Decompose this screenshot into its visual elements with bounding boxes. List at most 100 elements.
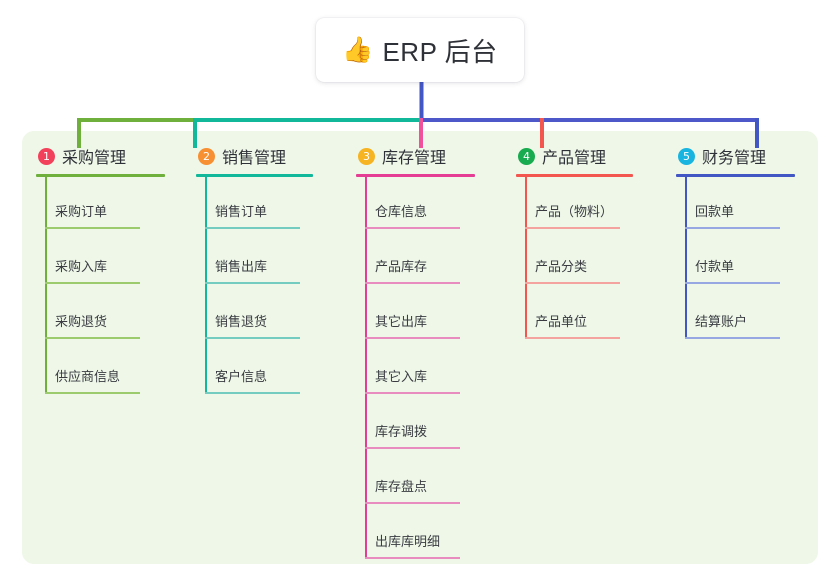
list-item-rule: [45, 337, 140, 339]
list-item[interactable]: 仓库信息: [342, 174, 502, 229]
column-container: 1 采购管理采购订单采购入库采购退货供应商信息 2 销售管理销售订单销售出库销售退货客…: [22, 131, 818, 564]
list-item-label: 采购订单: [55, 204, 108, 219]
column-badge-2: 2: [198, 147, 215, 165]
list-item-label: 采购入库: [55, 259, 108, 274]
column-4: 4 产品管理产品（物料） 产品分类产品单位: [502, 131, 662, 564]
list-item-label: 销售退货: [215, 314, 268, 329]
list-item[interactable]: 产品（物料）: [502, 174, 662, 229]
list-item[interactable]: 库存调拨: [342, 394, 502, 449]
column-spine-3: [365, 174, 367, 559]
list-item-rule: [205, 392, 300, 394]
list-item-rule: [685, 227, 780, 229]
list-item-label: 产品单位: [535, 314, 588, 329]
column-spine-2: [205, 174, 207, 394]
column-title-5: 财务管理: [702, 150, 767, 167]
column-header-4[interactable]: 4 产品管理: [518, 144, 606, 168]
column-2: 2 销售管理销售订单销售出库销售退货客户信息: [182, 131, 342, 564]
list-item[interactable]: 销售退货: [182, 284, 342, 339]
column-3: 3 库存管理仓库信息产品库存其它出库其它入库库存调拨库存盘点出库库明细: [342, 131, 502, 564]
root-node-title: ERP 后台: [382, 36, 498, 67]
list-item-label: 仓库信息: [375, 204, 428, 219]
list-item[interactable]: 产品分类: [502, 229, 662, 284]
root-node-card[interactable]: 👍 ERP 后台: [316, 18, 524, 82]
column-spine-1: [45, 174, 47, 394]
list-item-label: 结算账户: [695, 314, 748, 329]
column-badge-3: 3: [358, 147, 375, 165]
column-header-rule-2: [196, 174, 313, 177]
list-item-label: 付款单: [695, 259, 735, 274]
column-header-2[interactable]: 2 销售管理: [198, 144, 286, 168]
list-item[interactable]: 采购入库: [22, 229, 182, 284]
list-item-rule: [365, 227, 460, 229]
list-item[interactable]: 产品单位: [502, 284, 662, 339]
list-item-label: 产品库存: [375, 259, 428, 274]
list-item[interactable]: 库存盘点: [342, 449, 502, 504]
list-item-rule: [365, 282, 460, 284]
list-item-rule: [45, 282, 140, 284]
column-spine-5: [685, 174, 687, 339]
list-item[interactable]: 客户信息: [182, 339, 342, 394]
column-items-5: 回款单付款单结算账户: [662, 174, 822, 339]
list-item-rule: [525, 282, 620, 284]
column-title-1: 采购管理: [62, 150, 127, 167]
list-item[interactable]: 采购订单: [22, 174, 182, 229]
list-item-label: 供应商信息: [55, 369, 121, 384]
list-item-label: 回款单: [695, 204, 735, 219]
list-item-rule: [205, 282, 300, 284]
list-item-rule: [525, 337, 620, 339]
list-item-rule: [365, 447, 460, 449]
list-item-label: 库存盘点: [375, 479, 428, 494]
list-item[interactable]: 供应商信息: [22, 339, 182, 394]
list-item[interactable]: 销售订单: [182, 174, 342, 229]
column-header-rule-5: [676, 174, 795, 177]
column-badge-1: 1: [38, 147, 55, 165]
list-item[interactable]: 出库库明细: [342, 504, 502, 559]
column-header-5[interactable]: 5 财务管理: [678, 144, 766, 168]
list-item-label: 出库库明细: [375, 534, 441, 549]
column-title-3: 库存管理: [382, 150, 447, 167]
list-item[interactable]: 采购退货: [22, 284, 182, 339]
list-item-rule: [45, 392, 140, 394]
thumbs-up-icon: 👍: [342, 35, 374, 64]
column-items-4: 产品（物料） 产品分类产品单位: [502, 174, 662, 339]
column-items-3: 仓库信息产品库存其它出库其它入库库存调拨库存盘点出库库明细: [342, 174, 502, 559]
list-item-rule: [365, 337, 460, 339]
column-header-rule-1: [36, 174, 165, 177]
list-item[interactable]: 结算账户: [662, 284, 822, 339]
list-item[interactable]: 回款单: [662, 174, 822, 229]
column-items-2: 销售订单销售出库销售退货客户信息: [182, 174, 342, 394]
list-item-label: 销售订单: [215, 204, 268, 219]
list-item-label: 销售出库: [215, 259, 268, 274]
column-header-rule-4: [516, 174, 633, 177]
column-badge-4: 4: [518, 147, 535, 165]
column-header-1[interactable]: 1 采购管理: [38, 144, 126, 168]
list-item-rule: [205, 227, 300, 229]
list-item-label: 产品（物料）: [535, 204, 614, 219]
list-item-label: 其它入库: [375, 369, 428, 384]
list-item-rule: [205, 337, 300, 339]
list-item-label: 采购退货: [55, 314, 108, 329]
column-spine-4: [525, 174, 527, 339]
list-item-rule: [365, 392, 460, 394]
column-1: 1 采购管理采购订单采购入库采购退货供应商信息: [22, 131, 182, 564]
list-item-label: 产品分类: [535, 259, 588, 274]
list-item-rule: [685, 282, 780, 284]
list-item-rule: [685, 337, 780, 339]
list-item-label: 库存调拨: [375, 424, 428, 439]
list-item-label: 客户信息: [215, 369, 268, 384]
column-header-rule-3: [356, 174, 475, 177]
column-title-4: 产品管理: [542, 150, 607, 167]
list-item-rule: [525, 227, 620, 229]
list-item-rule: [365, 502, 460, 504]
list-item[interactable]: 其它入库: [342, 339, 502, 394]
column-badge-5: 5: [678, 147, 695, 165]
list-item[interactable]: 付款单: [662, 229, 822, 284]
list-item-rule: [45, 227, 140, 229]
column-title-2: 销售管理: [222, 150, 287, 167]
list-item[interactable]: 销售出库: [182, 229, 342, 284]
list-item-label: 其它出库: [375, 314, 428, 329]
list-item-rule: [365, 557, 460, 559]
list-item[interactable]: 产品库存: [342, 229, 502, 284]
list-item[interactable]: 其它出库: [342, 284, 502, 339]
column-header-3[interactable]: 3 库存管理: [358, 144, 446, 168]
